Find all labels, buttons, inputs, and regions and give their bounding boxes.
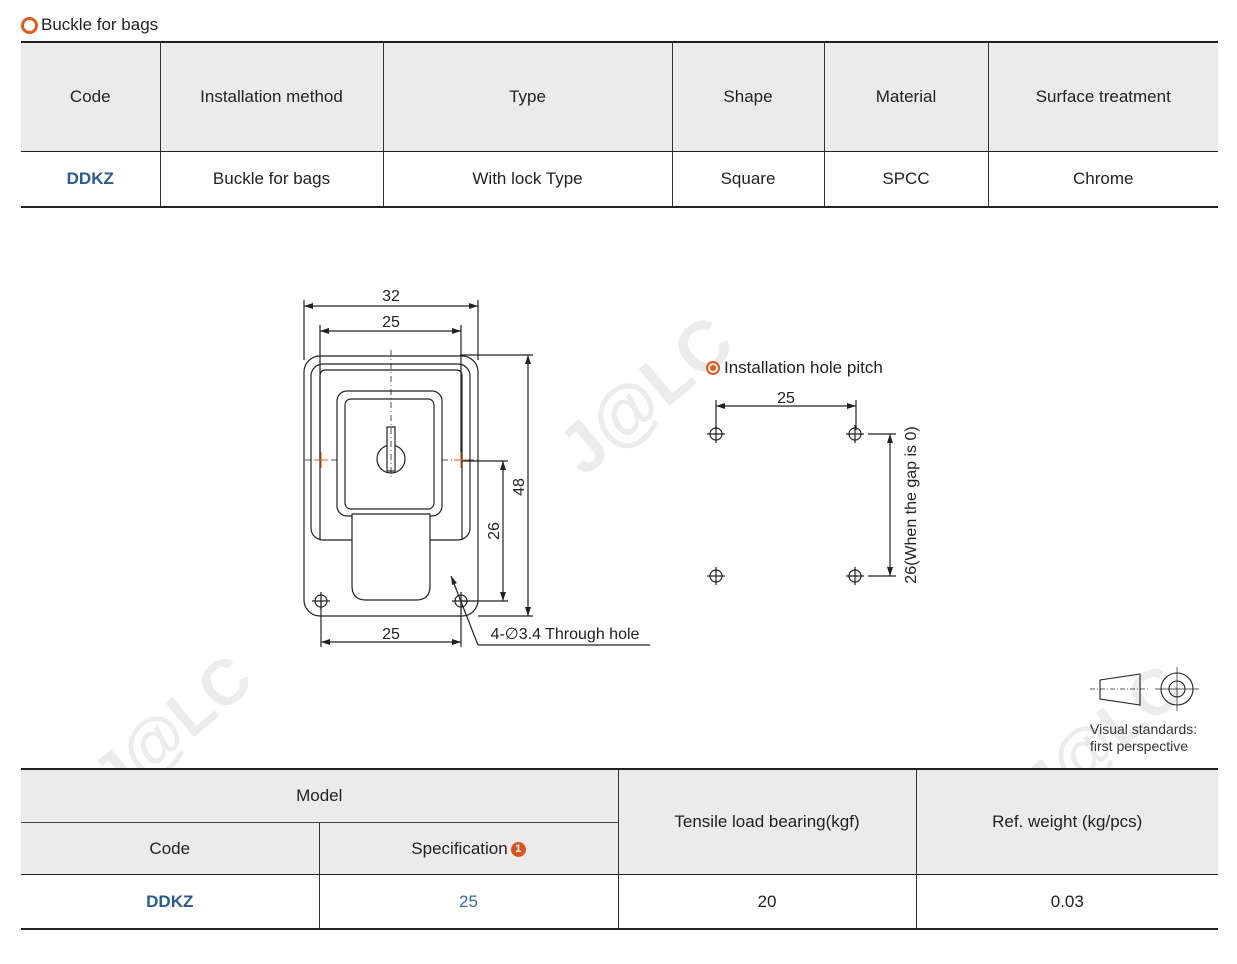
header-specification-label: Specification: [411, 838, 508, 858]
pitch-title: Installation hole pitch: [724, 358, 883, 377]
cell-specification: 25: [318, 874, 618, 929]
center-mark-icon: [314, 452, 468, 468]
cell-type: With lock Type: [382, 151, 672, 207]
dim-height: 48: [511, 478, 528, 496]
cell-installation-method: Buckle for bags: [159, 151, 383, 207]
table-header-row: Model Tensile load bearing(kgf) Ref. wei…: [21, 769, 1218, 875]
dim-inner-width: 25: [382, 314, 400, 331]
header-type: Type: [382, 42, 672, 152]
header-code: Code: [21, 42, 160, 152]
cell-code: DDKZ: [21, 874, 319, 929]
cell-material: SPCC: [823, 151, 988, 207]
pitch-drawing: [707, 400, 896, 585]
cell-ref-weight: 0.03: [915, 874, 1218, 929]
dimension-lines: [304, 303, 531, 645]
pitch-heading: Installation hole pitch: [706, 357, 883, 379]
visual-standards-line1: Visual standards:: [1090, 721, 1198, 737]
dim-hole-height: 26: [486, 522, 503, 540]
table-row: DDKZ 25 20 0.03: [21, 874, 1218, 929]
cell-code: DDKZ: [21, 151, 160, 207]
hole-callout: 4-∅3.4 Through hole: [491, 626, 640, 643]
cell-tensile-load: 20: [617, 874, 916, 929]
spec-table: Code Installation method Type Shape Mate…: [21, 41, 1218, 208]
pitch-dim-vertical: 26(When the gap is 0): [903, 426, 920, 583]
dim-bottom-width: 25: [382, 626, 400, 643]
header-shape: Shape: [671, 42, 824, 152]
radio-bullet-icon: [706, 361, 720, 375]
pitch-dim-horizontal: 25: [777, 390, 795, 407]
header-material: Material: [823, 42, 988, 152]
visual-standards-note: Visual standards: first perspective: [1090, 721, 1197, 755]
section-title: Buckle for bags: [41, 15, 159, 34]
cell-shape: Square: [671, 151, 824, 207]
dim-overall-width: 32: [382, 288, 400, 305]
header-ref-weight: Ref. weight (kg/pcs): [915, 769, 1218, 875]
header-installation-method: Installation method: [159, 42, 383, 152]
cell-surface-treatment: Chrome: [987, 151, 1218, 207]
header-tensile-load: Tensile load bearing(kgf): [617, 769, 916, 875]
model-table: Model Tensile load bearing(kgf) Ref. wei…: [21, 768, 1218, 930]
table-header-row: Code Installation method Type Shape Mate…: [21, 42, 1218, 152]
header-model: Model: [21, 769, 618, 823]
header-surface-treatment: Surface treatment: [987, 42, 1218, 152]
buckle-outline: [303, 355, 479, 617]
visual-standards-line2: first perspective: [1090, 738, 1189, 754]
note-badge-icon: 1: [510, 841, 526, 857]
section-heading: Buckle for bags: [21, 14, 158, 36]
projection-symbol-icon: [1090, 667, 1199, 711]
pitch-hole-icon: [707, 425, 864, 585]
header-code: Code: [21, 822, 319, 875]
table-row: DDKZ Buckle for bags With lock Type Squa…: [21, 151, 1218, 207]
circle-bullet-icon: [21, 16, 38, 34]
